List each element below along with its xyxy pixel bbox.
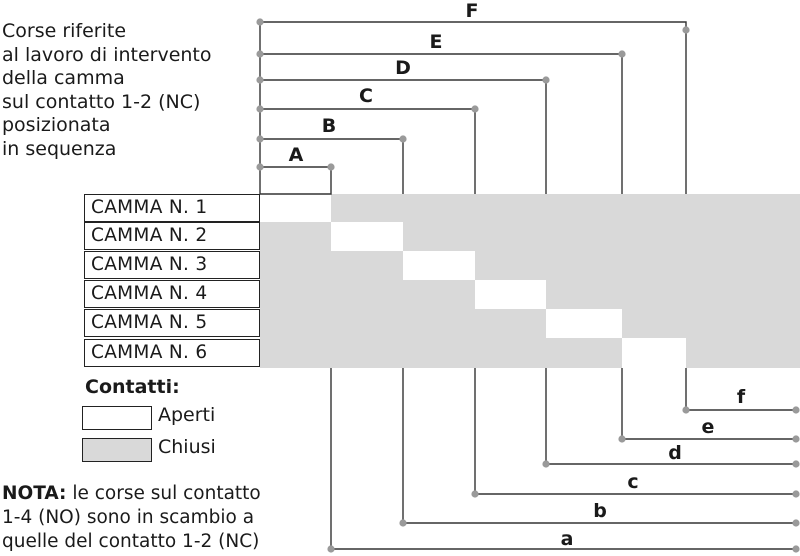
description-line: in sequenza xyxy=(2,137,117,160)
stroke-label-C: C xyxy=(359,85,373,107)
dot xyxy=(792,519,800,527)
cam-3-open-cell xyxy=(403,251,475,280)
legend-open-label: Aperti xyxy=(158,404,216,426)
dot xyxy=(256,50,264,58)
cam-label-6: CAMMA N. 6 xyxy=(84,339,260,367)
cam-5-open-cell xyxy=(546,309,622,338)
stroke-label-b: b xyxy=(593,500,607,522)
dot xyxy=(399,135,407,143)
dot xyxy=(792,460,800,468)
dot xyxy=(682,26,690,34)
dot xyxy=(399,519,407,527)
note-line: 1-4 (NO) sono in scambio a xyxy=(2,507,255,528)
note: NOTA: le corse sul contatto 1-4 (NO) son… xyxy=(2,482,261,554)
cam-label-1: CAMMA N. 1 xyxy=(84,194,260,222)
stroke-label-A: A xyxy=(288,144,304,166)
description-line: sul contatto 1-2 (NC) xyxy=(2,90,201,113)
cam-label-2: CAMMA N. 2 xyxy=(84,222,260,250)
stroke-label-E: E xyxy=(429,31,443,53)
dot xyxy=(682,406,690,414)
stroke-label-f: f xyxy=(736,386,746,408)
dot xyxy=(471,490,479,498)
legend-open-swatch xyxy=(82,406,152,430)
stroke-label-D: D xyxy=(395,57,411,79)
stroke-label-a: a xyxy=(560,528,574,550)
dot xyxy=(792,406,800,414)
description-line: Corse riferite xyxy=(2,20,127,42)
stroke-description: Corse riferite al lavoro di intervento d… xyxy=(2,20,212,161)
note-line: le corse sul contatto xyxy=(66,483,261,504)
stroke-label-F: F xyxy=(465,0,479,22)
note-label: NOTA: xyxy=(2,483,67,504)
dot xyxy=(327,163,335,171)
description-line: posizionata xyxy=(2,114,111,136)
cam-label-5: CAMMA N. 5 xyxy=(84,309,260,337)
legend-closed-label: Chiusi xyxy=(158,436,216,458)
dot xyxy=(792,435,800,443)
cam-label-3: CAMMA N. 3 xyxy=(84,251,260,279)
description-line: della camma xyxy=(2,67,125,89)
dot xyxy=(327,545,335,553)
stroke-line-E xyxy=(260,53,623,194)
dot xyxy=(256,105,264,113)
stroke-label-B: B xyxy=(321,115,337,137)
cam-4-open-cell xyxy=(475,280,546,309)
dot xyxy=(618,50,626,58)
dot xyxy=(618,435,626,443)
dot xyxy=(542,76,550,84)
dot xyxy=(256,76,264,84)
legend-title: Contatti: xyxy=(85,376,180,398)
dot xyxy=(792,545,800,553)
legend-closed-swatch xyxy=(82,438,152,462)
stroke-line-A xyxy=(260,166,332,195)
cam-2-open-cell xyxy=(331,222,403,251)
note-line: quelle del contatto 1-2 (NC) xyxy=(2,531,260,552)
cam-6-open-cell xyxy=(622,338,686,368)
cam-label-4: CAMMA N. 4 xyxy=(84,280,260,308)
dot xyxy=(792,490,800,498)
dot xyxy=(256,163,264,171)
stroke-label-d: d xyxy=(668,442,682,464)
dot xyxy=(542,460,550,468)
dot xyxy=(471,105,479,113)
stroke-label-e: e xyxy=(701,416,715,438)
description-line: al lavoro di intervento xyxy=(2,43,212,66)
dot xyxy=(256,18,264,26)
cam-1-open-cell xyxy=(260,194,331,222)
dot xyxy=(256,135,264,143)
stroke-label-c: c xyxy=(627,471,639,493)
